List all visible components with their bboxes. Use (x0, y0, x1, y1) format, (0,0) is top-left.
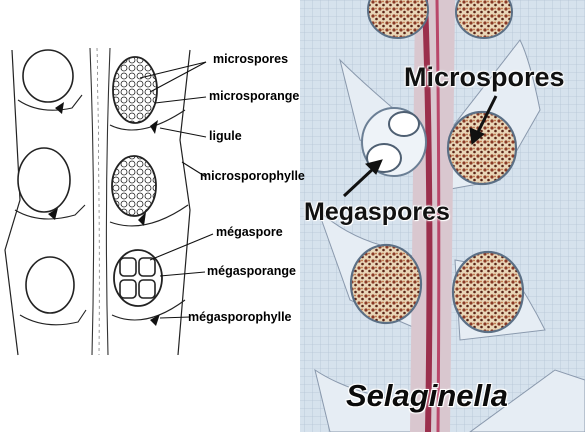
label-ligule: ligule (209, 129, 242, 143)
photo-label-microspores: Microspores (404, 62, 565, 92)
label-microspores: microspores (213, 52, 289, 66)
label-megasporophylle: mégasporophylle (188, 310, 292, 324)
label-megasporange: mégasporange (207, 264, 296, 278)
label-microsporange: microsporange (209, 89, 300, 103)
line-drawing (0, 45, 200, 357)
label-megaspore: mégaspore (216, 225, 283, 239)
micrograph-photo (300, 0, 585, 432)
label-microsporophylle: microsporophylle (200, 169, 305, 183)
photo-label-megaspores: Megaspores (304, 198, 450, 226)
label-leader-lines (139, 61, 214, 319)
photo-label-genus: Selaginella (346, 378, 508, 413)
